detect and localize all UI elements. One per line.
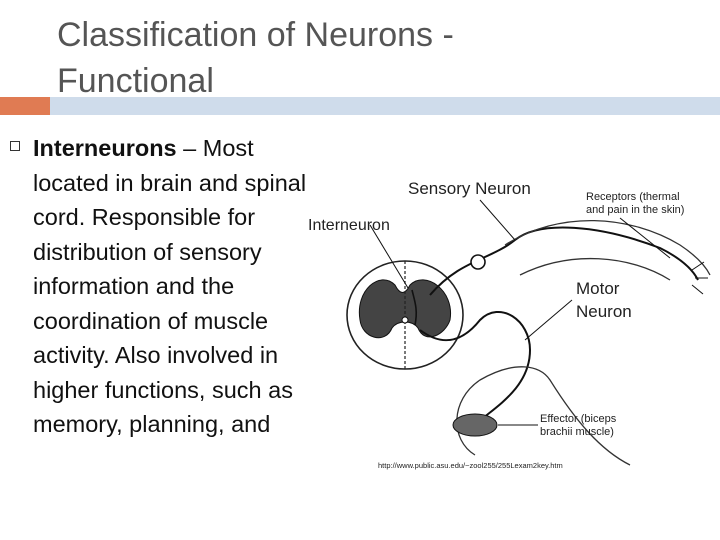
- sensory-ganglion: [470, 254, 486, 270]
- label-motor-line-2: Neuron: [576, 302, 632, 321]
- motor-neuron-fiber: [419, 310, 532, 426]
- arm-outline: [456, 219, 711, 466]
- bullet-term: Interneurons: [33, 135, 177, 161]
- square-bullet-icon: [10, 141, 20, 151]
- label-interneuron: Interneuron: [308, 217, 390, 234]
- label-effector-line-1: Effector (biceps: [540, 413, 617, 425]
- slide-title-line-1: Classification of Neurons -: [57, 16, 454, 54]
- source-url: http://www.public.asu.edu/~zool255/255Le…: [378, 461, 563, 470]
- bullet-description: – Most located in brain and spinal cord.…: [33, 135, 307, 437]
- label-sensory-neuron: Sensory Neuron: [408, 179, 531, 198]
- biceps-muscle: [452, 413, 498, 437]
- slide-title-line-2: Functional: [57, 62, 214, 100]
- bullet-text: Interneurons – Most located in brain and…: [33, 131, 308, 442]
- receptor-endings: [691, 261, 708, 295]
- label-receptors-line-2: and pain in the skin): [586, 204, 684, 216]
- title-accent-bar: [0, 97, 50, 115]
- label-effector-line-2: brachii muscle): [540, 426, 614, 438]
- neuron-diagram: Sensory Neuron Interneuron Receptors (th…: [308, 179, 711, 470]
- slide-title: Classification of Neurons - Functional: [57, 12, 657, 104]
- spinal-cord-cross-section: [346, 260, 464, 370]
- label-receptors-line-1: Receptors (thermal: [586, 191, 680, 203]
- interneuron-fiber: [411, 289, 418, 326]
- title-rule-bar: [50, 97, 720, 115]
- label-motor-line-1: Motor: [576, 279, 620, 298]
